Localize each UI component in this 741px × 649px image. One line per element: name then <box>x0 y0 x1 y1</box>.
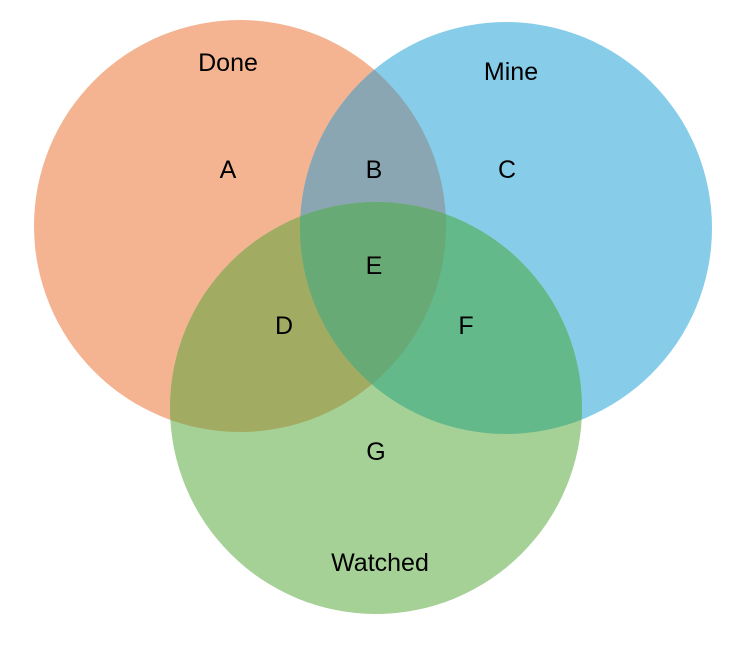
set-label-watched: Watched <box>331 549 429 577</box>
region-label-d: D <box>275 312 293 340</box>
set-label-mine: Mine <box>484 58 538 86</box>
region-label-b: B <box>366 156 383 184</box>
region-label-c: C <box>498 156 516 184</box>
region-label-f: F <box>458 312 473 340</box>
set-label-done: Done <box>198 49 258 77</box>
region-label-e: E <box>366 252 383 280</box>
region-label-a: A <box>220 156 237 184</box>
region-label-g: G <box>366 438 385 466</box>
